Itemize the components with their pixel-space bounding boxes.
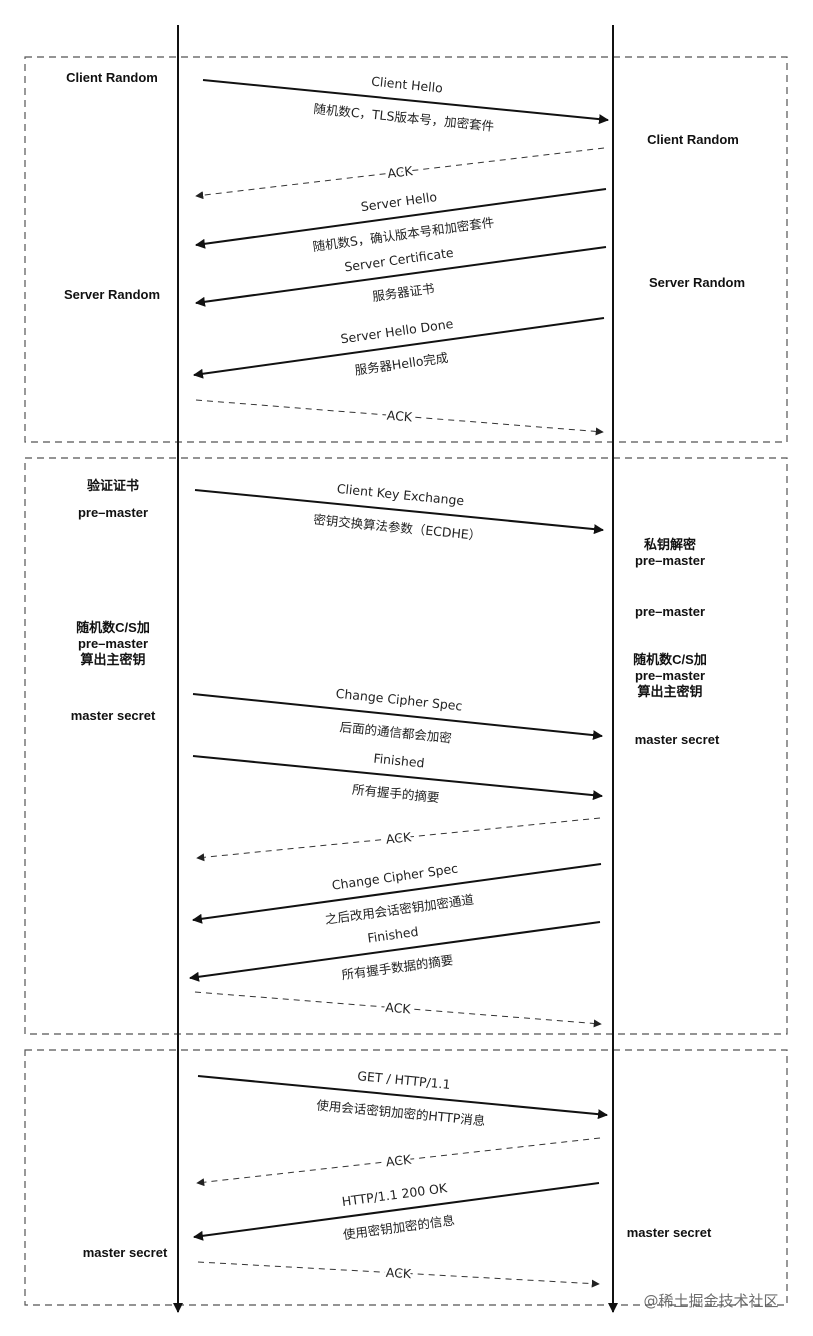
section-frame-key-exchange xyxy=(24,457,788,1035)
ack-5-arrow xyxy=(196,1137,601,1187)
http-get-sublabel: 使用会话密钥加密的HTTP消息 xyxy=(316,1097,486,1128)
finished-client-arrow xyxy=(192,755,603,801)
note-derive-key-left-line1: 随机数C/S加 xyxy=(76,620,150,635)
change-cipher-spec-server-sublabel: 之后改用会话密钥加密通道 xyxy=(324,892,475,927)
note-master-secret-left: master secret xyxy=(71,708,156,723)
client-key-exchange-label: Client Key Exchange xyxy=(336,481,465,508)
http-response-sublabel: 使用密钥加密的信息 xyxy=(342,1212,456,1242)
note-derive-key-right-line1: 随机数C/S加 xyxy=(633,652,707,667)
note-master-secret-right: master secret xyxy=(635,732,720,747)
change-cipher-spec-server-label: Change Cipher Spec xyxy=(331,861,459,893)
note-verify-cert-left: 验证证书 xyxy=(87,478,139,493)
note-client-random-left: Client Random xyxy=(66,70,158,85)
ack-2-label: ACK xyxy=(386,408,413,425)
http-get-label: GET / HTTP/1.1 xyxy=(357,1068,451,1092)
finished-client-label: Finished xyxy=(373,751,425,771)
server-certificate-sublabel: 服务器证书 xyxy=(371,281,435,304)
ack-6-label: ACK xyxy=(385,1265,412,1281)
http-get-arrow xyxy=(197,1075,608,1120)
note-derive-key-right-line2: pre–master xyxy=(635,668,705,683)
watermark: @稀土掘金技术社区 xyxy=(643,1292,778,1310)
note-derive-key-left-line3: 算出主密钥 xyxy=(80,652,145,667)
client-hello-arrow xyxy=(202,79,609,125)
ack-4-label: ACK xyxy=(385,1000,412,1017)
ack-1-arrow xyxy=(195,147,605,200)
server-hello-sublabel: 随机数S，确认版本号和加密套件 xyxy=(312,215,495,255)
ack-1-label: ACK xyxy=(387,163,415,181)
server-hello-arrow xyxy=(195,188,607,249)
ack-3-label: ACK xyxy=(385,829,412,847)
finished-server-sublabel: 所有握手数据的摘要 xyxy=(341,952,455,982)
note-pre-master-right: pre–master xyxy=(635,604,705,619)
change-cipher-spec-client-label: Change Cipher Spec xyxy=(335,686,463,714)
message-arrows xyxy=(189,79,609,1288)
note-derive-key-right-line3: 算出主密钥 xyxy=(637,684,702,699)
http-response-arrow xyxy=(193,1182,600,1241)
ack-2-arrow xyxy=(195,399,604,436)
ack-6-arrow xyxy=(197,1261,600,1288)
note-master-secret-right-2: master secret xyxy=(627,1225,712,1240)
finished-client-sublabel: 所有握手的摘要 xyxy=(352,782,441,805)
finished-server-arrow xyxy=(189,921,601,982)
note-master-secret-left-2: master secret xyxy=(83,1245,168,1260)
section-frame-application xyxy=(24,1049,788,1306)
note-pre-master-left: pre–master xyxy=(78,505,148,520)
ack-4-arrow xyxy=(194,991,602,1028)
server-hello-done-sublabel: 服务器Hello完成 xyxy=(354,350,449,378)
change-cipher-spec-client-arrow xyxy=(192,693,603,741)
note-server-random-right: Server Random xyxy=(649,275,745,290)
change-cipher-spec-client-sublabel: 后面的通信都会加密 xyxy=(339,719,452,745)
note-derive-key-left-line2: pre–master xyxy=(78,636,148,651)
server-hello-label: Server Hello xyxy=(360,189,438,214)
finished-server-label: Finished xyxy=(367,924,420,946)
section-frame-hello xyxy=(24,56,788,443)
client-hello-label: Client Hello xyxy=(371,74,444,96)
ack-5-label: ACK xyxy=(385,1152,413,1170)
client-key-exchange-arrow xyxy=(194,489,604,535)
note-decrypt-right-line2: pre–master xyxy=(635,553,705,568)
change-cipher-spec-server-arrow xyxy=(192,863,602,924)
ack-3-arrow xyxy=(196,817,601,862)
server-hello-done-arrow xyxy=(193,317,605,379)
server-certificate-arrow xyxy=(195,246,607,307)
note-server-random-left: Server Random xyxy=(64,287,160,302)
note-client-random-right: Client Random xyxy=(647,132,739,147)
note-decrypt-right-line1: 私钥解密 xyxy=(644,537,696,552)
